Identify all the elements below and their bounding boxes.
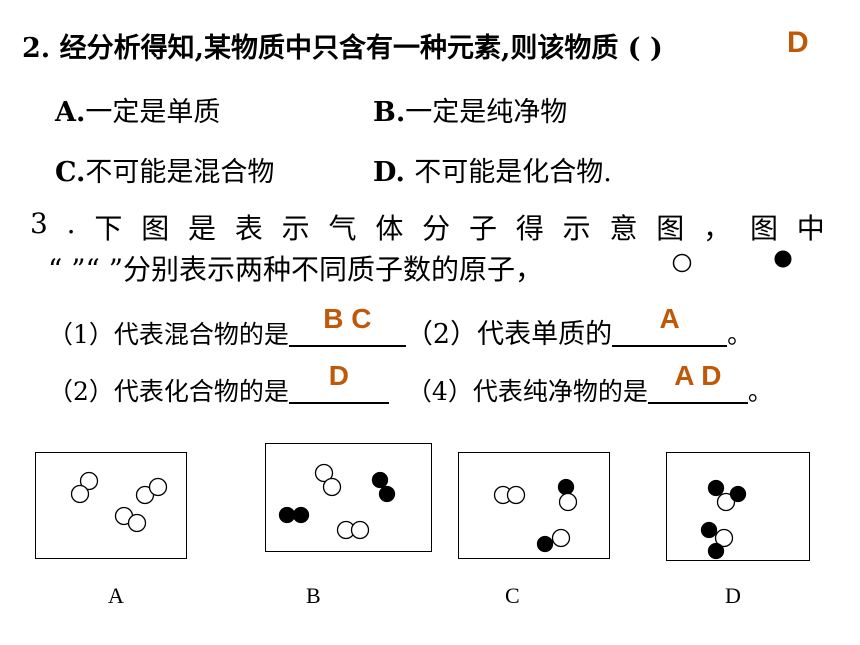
question-3-char: 3 — [30, 207, 48, 240]
question-3-char: 得 — [515, 212, 544, 245]
sub-2-label: （2）代表单质的 — [405, 319, 613, 350]
sub-question-row-2: （2）代表化合物的是 D （4）代表纯净物的是 A D 。 — [48, 360, 773, 408]
option-a: A.一定是单质 — [55, 90, 220, 129]
question-3-char: 图 — [141, 212, 170, 245]
molecule-box-a — [35, 452, 187, 559]
sub-3-blank: D — [288, 360, 389, 404]
sub-4-end: 。 — [747, 377, 773, 406]
molecule-box-b — [265, 443, 432, 552]
option-b-letter: B. — [373, 97, 406, 128]
question-2-text: 2. 经分析得知,某物质中只含有一种元素,则该物质 ( ) — [22, 33, 663, 64]
sub-4-label: （4）代表纯净物的是 — [406, 377, 648, 406]
sub-1-label: （1）代表混合物的是 — [48, 320, 289, 349]
molecule-box-d — [666, 452, 810, 561]
black-atom-icon — [774, 250, 792, 268]
sub-3-label: （2）代表化合物的是 — [48, 377, 289, 406]
question-3-char: 图 — [656, 212, 685, 245]
question-3-char: 是 — [188, 212, 217, 245]
box-d-label: D — [725, 583, 741, 608]
sub-4-answer: A D — [674, 360, 722, 391]
question-3-char: 意 — [609, 212, 638, 245]
option-d-letter: D. — [373, 157, 415, 188]
option-a-letter: A. — [55, 97, 86, 128]
question-3-char: . — [66, 207, 76, 240]
option-c-text: 不可能是混合物 — [85, 157, 275, 188]
question-3-char: 气 — [328, 212, 357, 245]
sub-2-end: 。 — [727, 320, 753, 349]
molecule-box-c — [458, 452, 610, 559]
option-d-text: 不可能是化合物. — [414, 157, 612, 188]
question-3-char: 子 — [468, 212, 497, 245]
option-b: B.一定是纯净物 — [373, 90, 567, 129]
option-a-text: 一定是单质 — [85, 97, 221, 128]
question-3-line-2: “ ”“ ”分别表示两种不同质子数的原子， — [48, 253, 544, 286]
question-3-line-1: 3.下图是表示气体分子得示意图，图中 — [30, 207, 825, 247]
question-3-char: 表 — [234, 212, 263, 245]
sub-1-blank: B C — [288, 303, 406, 347]
sub-4-blank: A D — [647, 360, 748, 404]
option-b-text: 一定是纯净物 — [405, 97, 568, 128]
sub-1-answer: B C — [323, 303, 372, 334]
question-3-char: 示 — [562, 212, 591, 245]
question-2-answer: D — [787, 26, 809, 59]
question-3-char: 下 — [94, 212, 123, 245]
question-3-char: 中 — [796, 212, 825, 245]
sub-3-answer: D — [328, 360, 350, 391]
option-c-letter: C. — [55, 157, 86, 188]
sub-2-blank: A — [612, 303, 728, 347]
option-d: D. 不可能是化合物. — [373, 150, 612, 189]
white-atom-icon — [672, 253, 692, 273]
question-3-char: ， — [703, 212, 732, 245]
box-b-label: B — [306, 583, 321, 608]
question-3-char: 图 — [749, 212, 778, 245]
question-3-char: 示 — [281, 212, 310, 245]
sub-question-row-1: （1）代表混合物的是 B C （2）代表单质的 A 。 — [48, 303, 753, 351]
box-a-label: A — [108, 583, 124, 608]
box-c-label: C — [505, 583, 520, 608]
sub-2-answer: A — [659, 303, 680, 334]
option-c: C.不可能是混合物 — [55, 150, 274, 189]
question-3-char: 分 — [422, 212, 451, 245]
question-3-char: 体 — [375, 212, 404, 245]
